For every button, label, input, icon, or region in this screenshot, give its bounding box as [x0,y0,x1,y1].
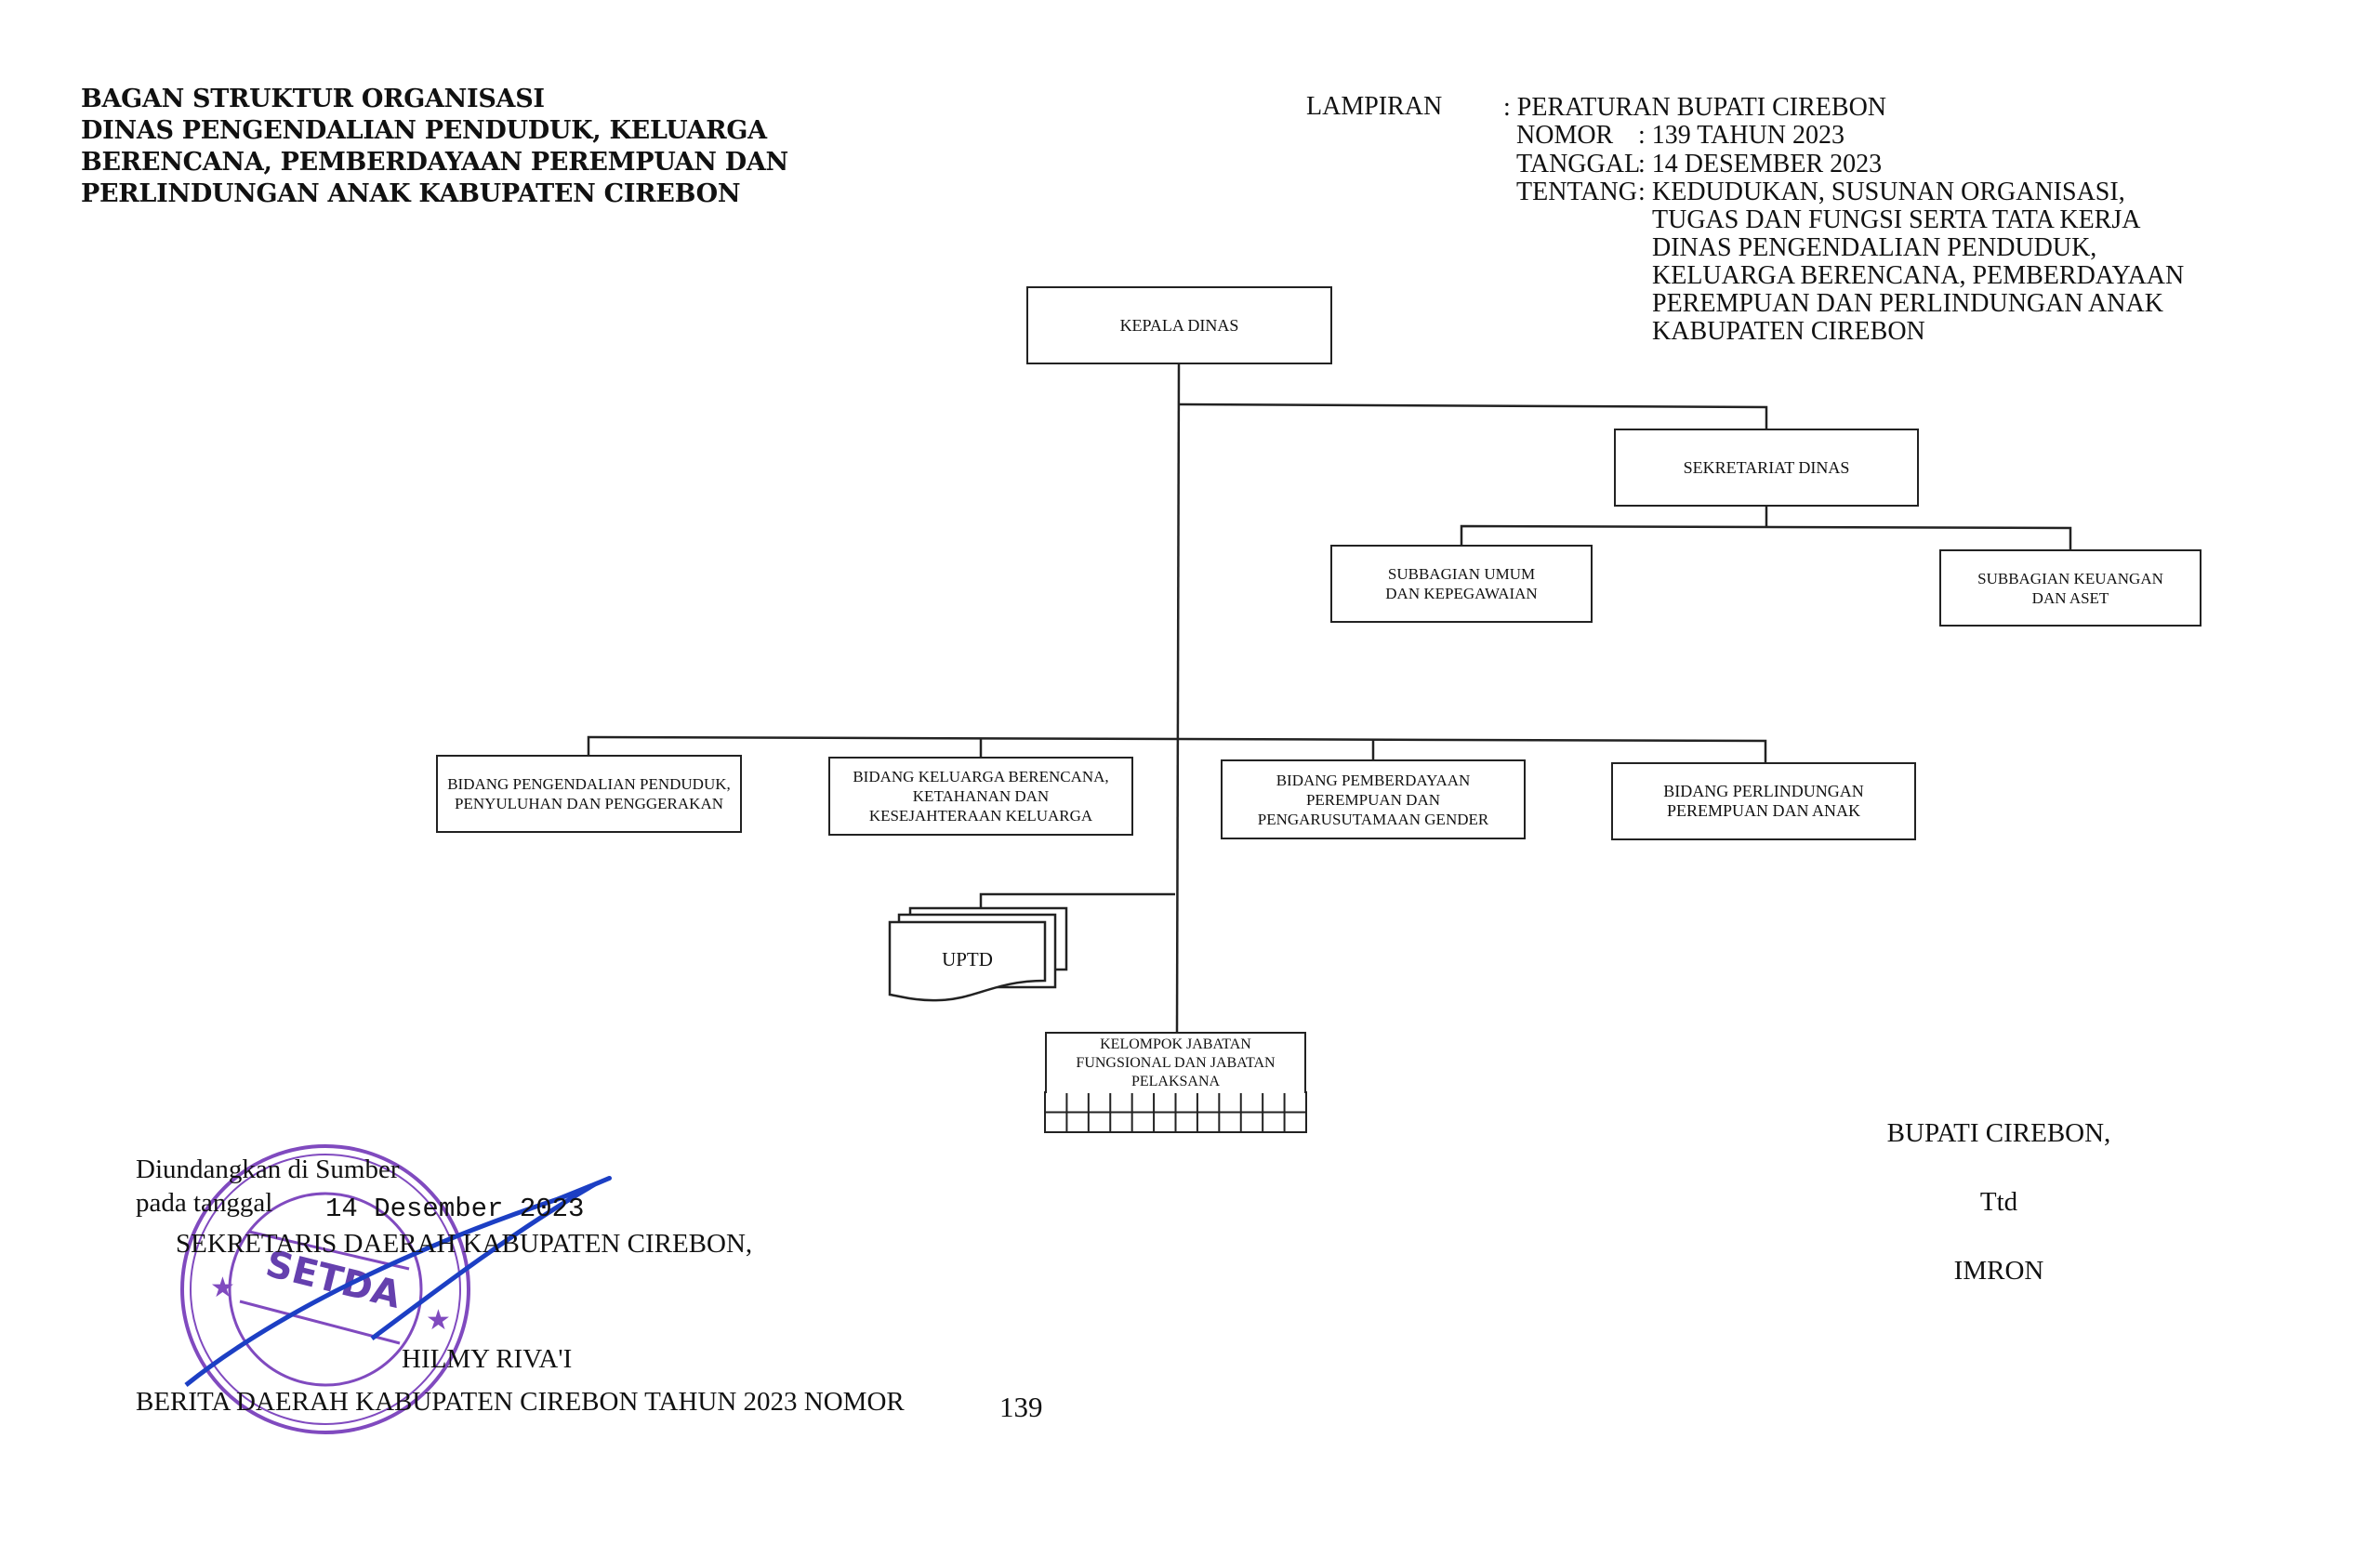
document-title: BAGAN STRUKTUR ORGANISASI DINAS PENGENDA… [81,84,788,210]
title-line: DINAS PENGENDALIAN PENDUDUK, KELUARGA [81,116,767,145]
nomor-label: NOMOR [1516,121,1614,150]
title-line: PERLINDUNGAN ANAK KABUPATEN CIREBON [81,179,741,208]
bupati-name: IMRON [1953,1256,2044,1286]
tentang-line: KELUARGA BERENCANA, PEMBERDAYAAN [1652,261,2185,290]
subbagian-keuangan-box: SUBBAGIAN KEUANGAN DAN ASET [1939,549,2202,627]
tanggal-value: : 14 DESEMBER 2023 [1638,150,1883,178]
tentang-colon: : [1638,178,1646,206]
subbag-connector [1460,524,2072,549]
kepala-dinas-box: KEPALA DINAS [1026,286,1332,364]
pada-tanggal-label: pada tanggal [136,1188,273,1218]
kelompok-grid [1044,1091,1307,1133]
ttd-text: Ttd [1979,1187,2018,1217]
sekretariat-dinas-box: SEKRETARIAT DINAS [1614,429,1919,507]
tanggal-label: TANGGAL [1516,150,1641,178]
berita-daerah-text: BERITA DAERAH KABUPATEN CIREBON TAHUN 20… [136,1387,905,1417]
title-line: BERENCANA, PEMBERDAYAAN PEREMPUAN DAN [81,148,788,177]
bupati-title: BUPATI CIREBON, [1886,1118,2111,1148]
berita-daerah-number: 139 [999,1391,1043,1423]
tentang-line: KABUPATEN CIREBON [1652,317,1925,346]
bidang-connector [587,735,1767,762]
uptd-stack-shape [888,906,1068,1002]
kelompok-jabatan-box: KELOMPOK JABATAN FUNGSIONAL DAN JABATAN … [1045,1032,1306,1093]
tentang-line: KEDUDUKAN, SUSUNAN ORGANISASI, [1652,178,2125,206]
lampiran-label: LAMPIRAN [1306,92,1443,121]
title-line: BAGAN STRUKTUR ORGANISASI [81,85,545,113]
tentang-line: TUGAS DAN FUNGSI SERTA TATA KERJA [1652,205,2141,234]
uptd-label: UPTD [942,948,993,970]
bidang-pemberdayaan-box: BIDANG PEMBERDAYAAN PEREMPUAN DAN PENGAR… [1221,759,1526,839]
tentang-text: KEDUDUKAN, SUSUNAN ORGANISASI, TUGAS DAN… [1652,178,2184,346]
tentang-line: DINAS PENGENDALIAN PENDUDUK, [1652,233,2097,262]
tentang-label: TENTANG [1516,178,1637,206]
diundangkan-text: Diundangkan di Sumber [136,1155,400,1184]
bidang-keluarga-berencana-box: BIDANG KELUARGA BERENCANA, KETAHANAN DAN… [828,757,1133,836]
bidang-perlindungan-box: BIDANG PERLINDUNGAN PEREMPUAN DAN ANAK [1611,762,1916,840]
uptd-connector [979,892,1175,912]
tentang-line: PEREMPUAN DAN PERLINDUNGAN ANAK [1652,289,2163,318]
main-vertical-line [1175,363,1181,1033]
subbagian-umum-box: SUBBAGIAN UMUM DAN KEPEGAWAIAN [1330,545,1593,623]
sekretaris-name: HILMY RIVA'I [402,1344,573,1374]
pada-tanggal-date: 14 Desember 2023 [325,1194,585,1224]
nomor-value: : 139 TAHUN 2023 [1638,121,1845,150]
sekretaris-daerah-title: SEKRETARIS DAERAH KABUPATEN CIREBON, [176,1229,753,1259]
lampiran-value: : PERATURAN BUPATI CIREBON [1503,93,1887,122]
sekretariat-connector [1178,402,1768,429]
bidang-pengendalian-box: BIDANG PENGENDALIAN PENDUDUK, PENYULUHAN… [436,755,742,833]
